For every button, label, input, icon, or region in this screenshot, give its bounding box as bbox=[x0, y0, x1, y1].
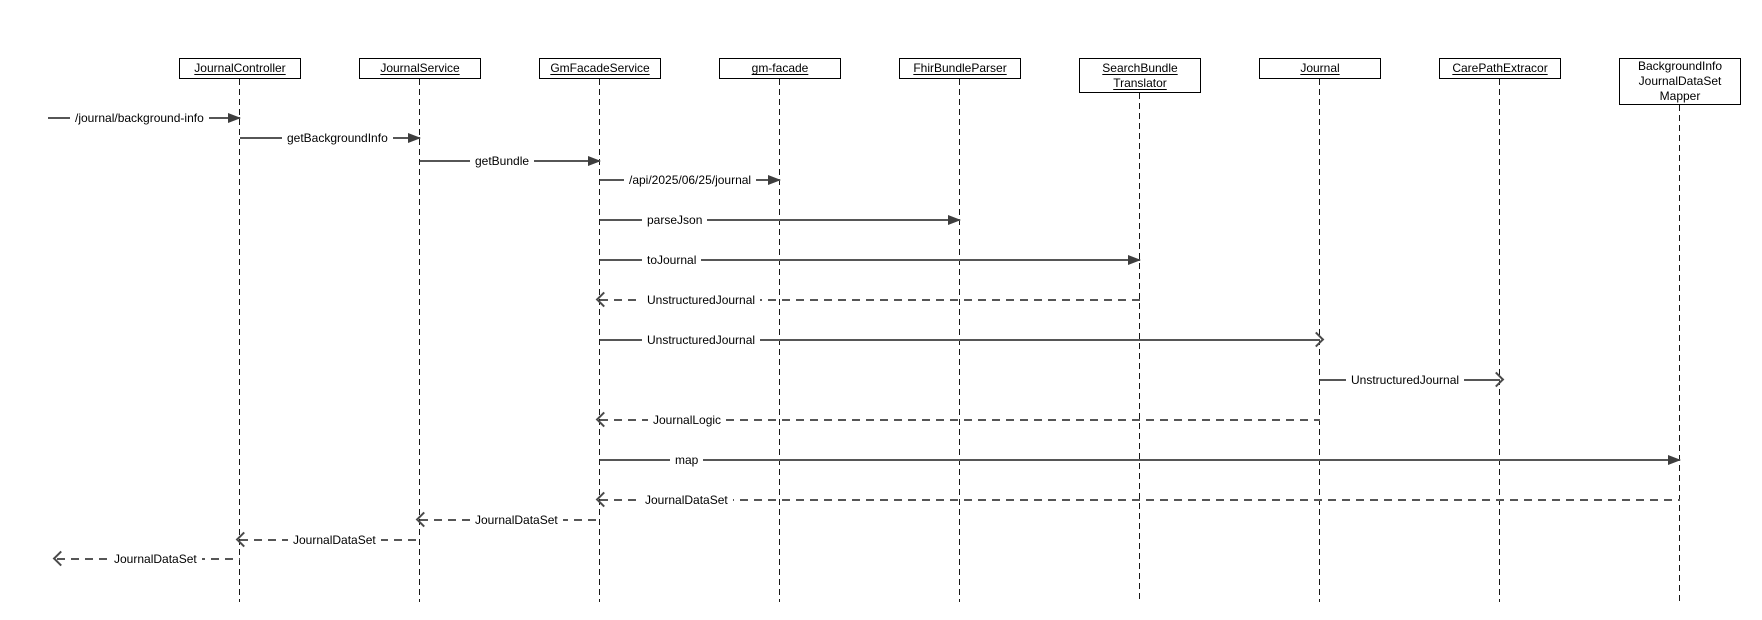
message-label: JournalLogic bbox=[648, 413, 727, 427]
participant-gmfacadeservice: GmFacadeService bbox=[539, 58, 661, 79]
arrowhead-filled-icon bbox=[588, 156, 601, 166]
participant-backgroundinfojournaldatasetmapper: BackgroundInfo JournalDataSet Mapper bbox=[1619, 58, 1741, 105]
message-getbackgroundinfo: getBackgroundInfo bbox=[240, 131, 421, 145]
message-label: getBundle bbox=[470, 154, 535, 168]
participant-label: CarePathExtracor bbox=[1452, 61, 1548, 75]
message-label: JournalDataSet bbox=[470, 513, 563, 527]
participant-fhirbundleparser: FhirBundleParser bbox=[899, 58, 1021, 79]
lifeline-journalservice bbox=[419, 79, 420, 602]
arrowhead-open-icon bbox=[1488, 371, 1505, 388]
message-label: /api/2025/06/25/journal bbox=[624, 173, 757, 187]
participant-searchbundletranslator: SearchBundle Translator bbox=[1079, 58, 1201, 93]
lifeline-gmfacadeservice bbox=[599, 79, 600, 602]
message-map: map bbox=[600, 453, 1681, 467]
message-tojournal: toJournal bbox=[600, 253, 1141, 267]
participant-gm-facade: gm-facade bbox=[719, 58, 841, 79]
participant-label: Journal bbox=[1300, 61, 1340, 75]
lifeline-carepathextracor bbox=[1499, 79, 1500, 602]
arrowhead-filled-icon bbox=[1128, 255, 1141, 265]
arrowhead-filled-icon bbox=[228, 113, 241, 123]
arrowhead-filled-icon bbox=[408, 133, 421, 143]
participant-label: JournalService bbox=[380, 61, 460, 75]
message-return-journaldataset-to-gmfacadeservice: JournalDataSet bbox=[595, 491, 1680, 508]
participant-label: GmFacadeService bbox=[550, 61, 650, 75]
message-parsejson: parseJson bbox=[600, 213, 961, 227]
message-label: JournalDataSet bbox=[288, 533, 381, 547]
message-label: JournalDataSet bbox=[109, 552, 202, 566]
arrowhead-filled-icon bbox=[948, 215, 961, 225]
arrowhead-open-icon bbox=[1308, 331, 1325, 348]
participant-label: FhirBundleParser bbox=[913, 61, 1007, 75]
lifeline-journalcontroller bbox=[239, 79, 240, 602]
participant-label: JournalController bbox=[194, 61, 286, 75]
message-label: map bbox=[670, 453, 704, 467]
message-journal-background-info: /journal/background-info bbox=[48, 111, 241, 125]
arrowhead-open-icon bbox=[52, 550, 69, 567]
participant-label: SearchBundle Translator bbox=[1102, 60, 1178, 90]
participant-label: gm-facade bbox=[751, 61, 809, 75]
message-return-journaldataset-to-external: JournalDataSet bbox=[52, 550, 240, 567]
arrowhead-filled-icon bbox=[768, 175, 781, 185]
message-unstructuredjournal-to-journal: UnstructuredJournal bbox=[600, 331, 1325, 348]
arrowhead-filled-icon bbox=[1668, 455, 1681, 465]
message-getbundle: getBundle bbox=[420, 154, 601, 168]
participant-carepathextracor: CarePathExtracor bbox=[1439, 58, 1561, 79]
message-return-journaldataset-to-journalservice: JournalDataSet bbox=[415, 511, 600, 528]
message-label: /journal/background-info bbox=[70, 111, 209, 125]
lifeline-searchbundletranslator bbox=[1139, 93, 1140, 602]
message-label: UnstructuredJournal bbox=[1346, 373, 1465, 387]
message-label: getBackgroundInfo bbox=[282, 131, 393, 145]
participant-journalservice: JournalService bbox=[359, 58, 481, 79]
lifeline-backgroundinfojournaldatasetmapper bbox=[1679, 105, 1680, 602]
message-label: parseJson bbox=[642, 213, 708, 227]
message-return-journaldataset-to-journalcontroller: JournalDataSet bbox=[235, 531, 420, 548]
message-return-unstructuredjournal: UnstructuredJournal bbox=[595, 291, 1140, 308]
participant-label: BackgroundInfo JournalDataSet Mapper bbox=[1637, 59, 1723, 103]
message-unstructuredjournal-to-carepathextracor: UnstructuredJournal bbox=[1320, 371, 1505, 388]
message-label: UnstructuredJournal bbox=[642, 293, 761, 307]
message-label: JournalDataSet bbox=[640, 493, 733, 507]
message-api-2025-06-25-journal: /api/2025/06/25/journal bbox=[600, 173, 781, 187]
message-return-journallogic: JournalLogic bbox=[595, 411, 1320, 428]
participant-journalcontroller: JournalController bbox=[179, 58, 301, 79]
message-label: UnstructuredJournal bbox=[642, 333, 761, 347]
participant-journal: Journal bbox=[1259, 58, 1381, 79]
message-label: toJournal bbox=[642, 253, 702, 267]
